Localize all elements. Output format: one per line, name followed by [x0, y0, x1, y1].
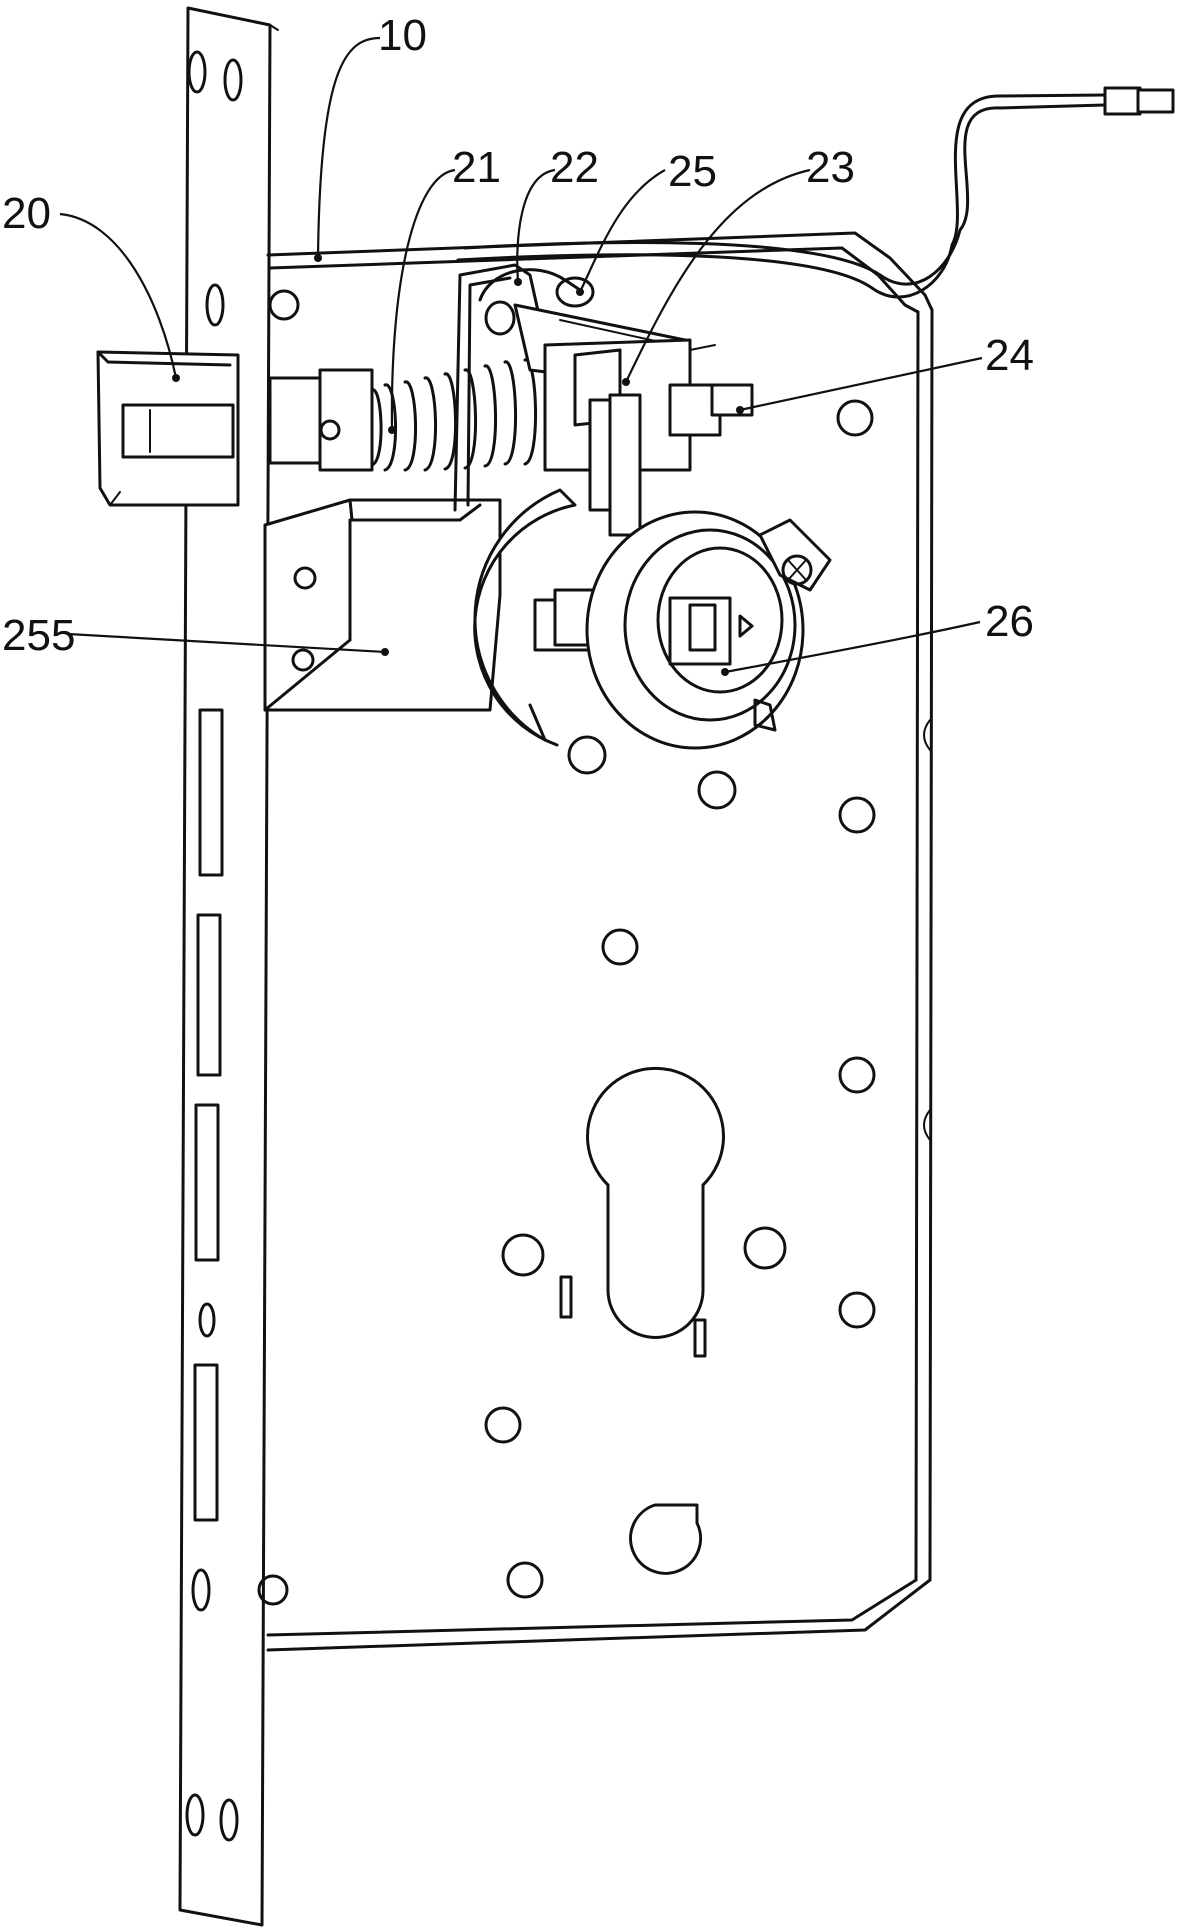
latch-bolt [98, 352, 238, 505]
faceplate [180, 8, 278, 1925]
label-part-23: 23 [806, 143, 855, 192]
label-cylinder-26: 26 [985, 597, 1034, 646]
keyhole-slot-left [561, 1277, 571, 1317]
label-plate-10: 10 [378, 11, 427, 60]
label-motor-255: 255 [2, 611, 75, 660]
label-latch-20: 20 [2, 189, 51, 238]
thumbturn-cylinder [587, 512, 830, 748]
wire-connector [458, 88, 1173, 297]
motor-housing [265, 500, 500, 710]
keyhole-slot-right [695, 1320, 705, 1356]
label-part-24: 24 [985, 331, 1034, 380]
keyhole-cutout [587, 1068, 723, 1337]
label-lever-22: 22 [550, 143, 599, 192]
latch-spring [270, 360, 575, 470]
label-part-25: 25 [668, 147, 717, 196]
label-spring-21: 21 [452, 143, 501, 192]
